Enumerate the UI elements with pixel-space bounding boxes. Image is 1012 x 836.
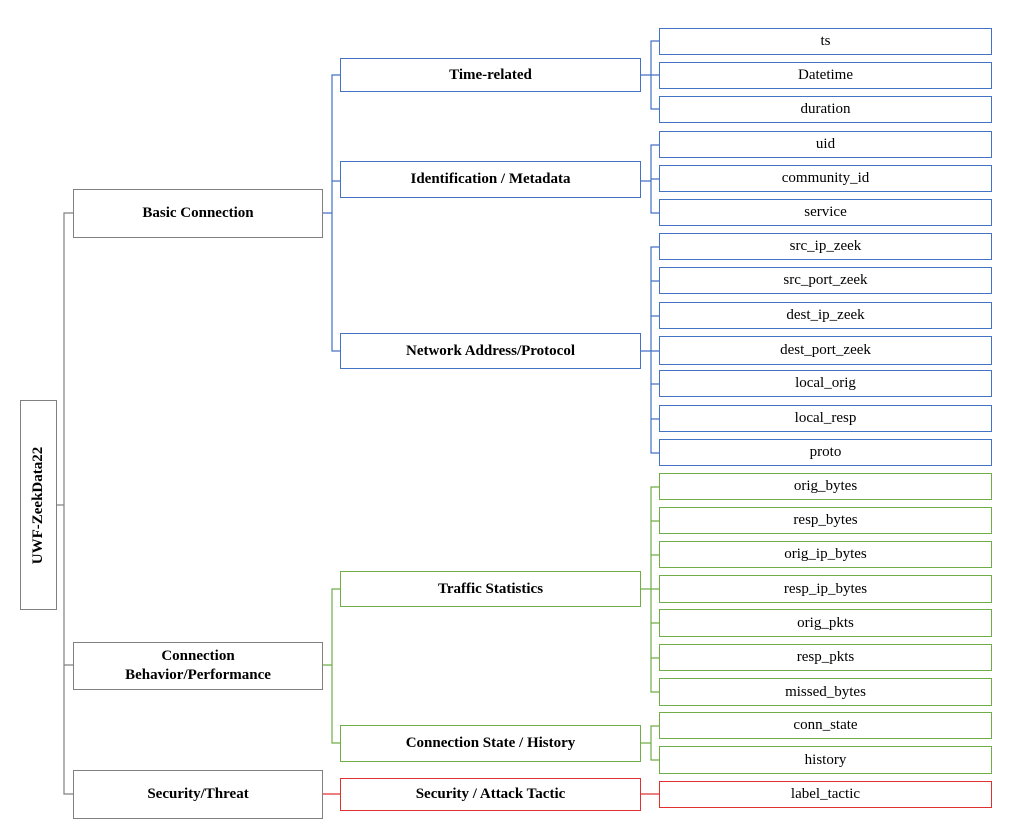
- root-connector: [57, 212, 73, 795]
- leaf-field: src_port_zeek: [659, 267, 992, 294]
- node-identification-metadata: Identification / Metadata: [340, 161, 641, 198]
- leaf-label: label_tactic: [790, 786, 861, 802]
- leaf-field: orig_pkts: [659, 609, 992, 637]
- leaf-field: orig_ip_bytes: [659, 541, 992, 568]
- ident-connector: [641, 144, 659, 214]
- basic-connection-label: Basic Connection: [142, 205, 254, 221]
- leaf-label: local_resp: [794, 410, 857, 426]
- basic-connector: [323, 74, 340, 352]
- leaf-field: duration: [659, 96, 992, 123]
- leaf-field: conn_state: [659, 712, 992, 739]
- leaf-field: local_resp: [659, 405, 992, 432]
- root-label: UWF-ZeekData22: [30, 446, 47, 564]
- leaf-field: resp_bytes: [659, 507, 992, 534]
- behavior-connector: [323, 588, 340, 744]
- node-security-attack-tactic: Security / Attack Tactic: [340, 778, 641, 811]
- leaf-field: orig_bytes: [659, 473, 992, 500]
- behavior-label-line1: Connection: [161, 648, 235, 664]
- leaf-label: resp_bytes: [793, 512, 858, 528]
- traffic-statistics-label: Traffic Statistics: [437, 580, 544, 597]
- leaf-label: duration: [800, 101, 851, 117]
- root-node: UWF-ZeekData22: [20, 400, 57, 610]
- leaf-field: ts: [659, 28, 992, 55]
- security-threat-label: Security/Threat: [147, 786, 249, 802]
- leaf-field: Datetime: [659, 62, 992, 89]
- leaf-label: conn_state: [793, 717, 858, 733]
- leaf-label: community_id: [781, 170, 870, 186]
- leaf-label: resp_ip_bytes: [783, 580, 868, 597]
- leaf-field: service: [659, 199, 992, 226]
- leaf-label: resp_pkts: [796, 649, 855, 665]
- leaf-label: local_orig: [795, 375, 856, 391]
- node-network-address-protocol: Network Address/Protocol: [340, 333, 641, 369]
- traffic-connector: [641, 486, 659, 693]
- leaf-label: orig_ip_bytes: [784, 546, 867, 562]
- leaf-label: src_port_zeek: [783, 272, 868, 288]
- node-time-related: Time-related: [340, 58, 641, 92]
- leaf-field: resp_pkts: [659, 644, 992, 671]
- leaf-field: dest_port_zeek: [659, 336, 992, 365]
- node-connection-state-history: Connection State / History: [340, 725, 641, 762]
- leaf-label: Datetime: [798, 67, 853, 83]
- leaf-label: service: [804, 204, 847, 220]
- time-connector: [641, 40, 659, 110]
- leaf-field: community_id: [659, 165, 992, 192]
- leaf-label: src_ip_zeek: [789, 238, 862, 254]
- leaf-label: proto: [809, 444, 842, 460]
- leaf-field: uid: [659, 131, 992, 158]
- leaf-field: label_tactic: [659, 781, 992, 808]
- leaf-field: src_ip_zeek: [659, 233, 992, 260]
- leaf-label: dest_port_zeek: [780, 342, 871, 358]
- leaf-field: dest_ip_zeek: [659, 302, 992, 329]
- attack-tactic-label: Security / Attack Tactic: [415, 786, 566, 802]
- node-traffic-statistics: Traffic Statistics: [340, 571, 641, 607]
- leaf-label: orig_bytes: [793, 478, 858, 494]
- leaf-field: local_orig: [659, 370, 992, 397]
- identification-label: Identification / Metadata: [410, 171, 571, 187]
- network-label: Network Address/Protocol: [405, 342, 575, 359]
- state-connector: [641, 725, 659, 761]
- leaf-field: history: [659, 746, 992, 774]
- leaf-label: missed_bytes: [785, 683, 866, 700]
- node-basic-connection: Basic Connection: [73, 189, 323, 238]
- leaf-field: resp_ip_bytes: [659, 575, 992, 603]
- leaf-field: missed_bytes: [659, 678, 992, 706]
- leaf-label: uid: [815, 136, 836, 152]
- network-connector: [641, 246, 659, 454]
- node-connection-behavior: Connection Behavior/Performance: [73, 642, 323, 690]
- leaf-label: history: [804, 751, 847, 768]
- connection-state-label: Connection State / History: [405, 735, 576, 751]
- leaf-label: orig_pkts: [797, 614, 854, 631]
- leaf-label: dest_ip_zeek: [786, 307, 865, 323]
- node-security-threat: Security/Threat: [73, 770, 323, 819]
- time-related-label: Time-related: [449, 66, 532, 83]
- leaf-field: proto: [659, 439, 992, 466]
- leaf-label: ts: [820, 33, 831, 49]
- behavior-label-line2: Behavior/Performance: [125, 667, 271, 683]
